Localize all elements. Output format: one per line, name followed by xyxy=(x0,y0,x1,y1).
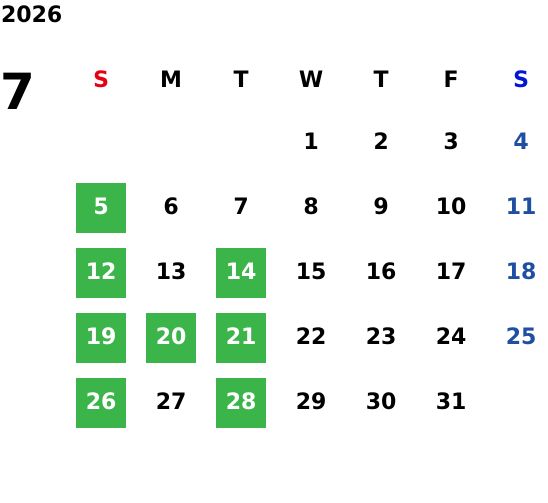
day-cell-highlighted[interactable]: 26 xyxy=(66,370,136,435)
weekday-header-wednesday: W xyxy=(298,67,324,93)
month-label: 7 xyxy=(0,63,35,121)
day-number: 29 xyxy=(295,390,327,415)
day-number: 7 xyxy=(233,195,249,220)
day-number: 14 xyxy=(225,260,257,285)
day-cell[interactable]: 23 xyxy=(346,305,416,370)
day-cell[interactable]: 10 xyxy=(416,175,486,240)
day-number: 8 xyxy=(303,195,319,220)
day-number: 1 xyxy=(303,130,319,155)
day-number: 5 xyxy=(93,195,109,220)
day-cell-highlighted[interactable]: 19 xyxy=(66,305,136,370)
day-cell[interactable]: 24 xyxy=(416,305,486,370)
weekday-header-tuesday: T xyxy=(233,67,249,93)
weekday-header-saturday: S xyxy=(513,67,529,93)
day-cell[interactable]: 27 xyxy=(136,370,206,435)
day-cell-saturday[interactable]: 18 xyxy=(486,240,548,305)
day-number: 24 xyxy=(435,325,467,350)
day-number: 30 xyxy=(365,390,397,415)
day-number: 13 xyxy=(155,260,187,285)
day-cell-empty xyxy=(66,110,136,175)
day-number: 10 xyxy=(435,195,467,220)
weekday-header-friday: F xyxy=(443,67,459,93)
day-cell-empty xyxy=(136,110,206,175)
day-number: 16 xyxy=(365,260,397,285)
day-cell[interactable]: 9 xyxy=(346,175,416,240)
day-cell[interactable]: 3 xyxy=(416,110,486,175)
day-cell-highlighted[interactable]: 12 xyxy=(66,240,136,305)
day-cell-highlighted[interactable]: 21 xyxy=(206,305,276,370)
day-cell[interactable]: 15 xyxy=(276,240,346,305)
day-cell-highlighted[interactable]: 14 xyxy=(206,240,276,305)
day-number: 18 xyxy=(505,260,537,285)
day-number: 27 xyxy=(155,390,187,415)
day-number: 21 xyxy=(225,325,257,350)
day-number: 31 xyxy=(435,390,467,415)
day-cell-saturday[interactable]: 25 xyxy=(486,305,548,370)
day-cell-highlighted[interactable]: 20 xyxy=(136,305,206,370)
day-number: 2 xyxy=(373,130,389,155)
day-cell[interactable]: 17 xyxy=(416,240,486,305)
day-cell[interactable]: 13 xyxy=(136,240,206,305)
day-number: 26 xyxy=(85,390,117,415)
day-number: 17 xyxy=(435,260,467,285)
day-cell-empty xyxy=(206,110,276,175)
day-number: 25 xyxy=(505,325,537,350)
day-cell-highlighted[interactable]: 28 xyxy=(206,370,276,435)
day-number: 23 xyxy=(365,325,397,350)
day-cell[interactable]: 29 xyxy=(276,370,346,435)
weekday-header-monday: M xyxy=(160,67,182,93)
weekday-header-sunday: S xyxy=(93,67,109,93)
day-number: 4 xyxy=(513,130,529,155)
calendar-grid: S M T W T F S 1 2 3 4 5 6 7 8 9 10 11 12… xyxy=(66,50,548,435)
day-number: 20 xyxy=(155,325,187,350)
day-cell-highlighted[interactable]: 5 xyxy=(66,175,136,240)
day-number: 6 xyxy=(163,195,179,220)
weekday-header-thursday: T xyxy=(373,67,389,93)
day-number: 28 xyxy=(225,390,257,415)
day-cell[interactable]: 2 xyxy=(346,110,416,175)
day-number: 11 xyxy=(505,195,537,220)
day-cell[interactable]: 6 xyxy=(136,175,206,240)
year-label: 2026 xyxy=(1,3,63,28)
day-number: 15 xyxy=(295,260,327,285)
day-cell[interactable]: 30 xyxy=(346,370,416,435)
day-cell-saturday[interactable]: 11 xyxy=(486,175,548,240)
day-cell-empty xyxy=(486,370,548,435)
day-cell[interactable]: 7 xyxy=(206,175,276,240)
day-number: 12 xyxy=(85,260,117,285)
day-cell[interactable]: 1 xyxy=(276,110,346,175)
day-cell[interactable]: 31 xyxy=(416,370,486,435)
day-cell[interactable]: 8 xyxy=(276,175,346,240)
day-number: 3 xyxy=(443,130,459,155)
day-number: 22 xyxy=(295,325,327,350)
day-cell-saturday[interactable]: 4 xyxy=(486,110,548,175)
day-number: 19 xyxy=(85,325,117,350)
day-cell[interactable]: 16 xyxy=(346,240,416,305)
day-cell[interactable]: 22 xyxy=(276,305,346,370)
day-number: 9 xyxy=(373,195,389,220)
